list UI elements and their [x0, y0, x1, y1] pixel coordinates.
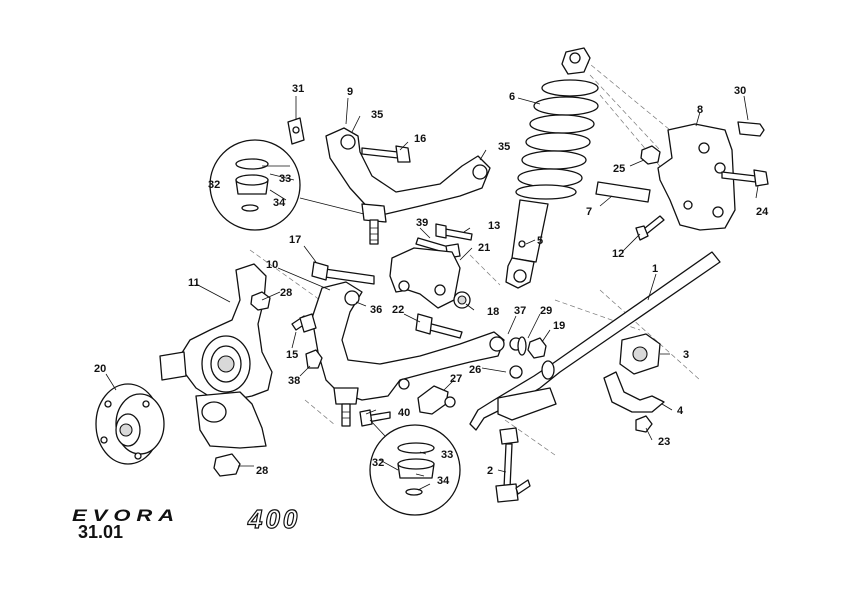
callout-22: 22: [392, 304, 404, 316]
bolt-part-15: [291, 313, 317, 333]
screw-part-12: [635, 215, 665, 241]
callout-32-upper: 32: [208, 179, 220, 191]
nut-part-28-lower: [213, 453, 241, 477]
nut-part-23: [635, 415, 653, 433]
callout-7: 7: [586, 206, 592, 218]
nut-part-26: [509, 365, 523, 379]
damper-part-5: [505, 199, 549, 289]
callout-11: 11: [188, 277, 200, 289]
callout-34-upper: 34: [273, 197, 286, 209]
callout-15: 15: [286, 349, 298, 361]
callout-23: 23: [658, 436, 670, 448]
callout-35-right: 35: [498, 141, 510, 153]
alignment-lines: [249, 59, 701, 456]
callout-33-upper: 33: [279, 173, 291, 185]
damper-top-mount: [561, 47, 591, 75]
clip-part-30: [737, 121, 765, 137]
callout-1: 1: [652, 263, 658, 275]
callout-31: 31: [292, 83, 304, 95]
hub-part-20: [95, 383, 165, 465]
bolt-part-22: [415, 313, 463, 339]
callout-3: 3: [683, 349, 689, 361]
page-number: 31.01: [78, 522, 124, 542]
bolt-part-16: [361, 145, 411, 163]
bolt-part-17: [311, 261, 375, 285]
nut-part-38: [305, 349, 323, 369]
callout-21: 21: [478, 242, 490, 254]
callout-40: 40: [398, 407, 410, 419]
callout-30: 30: [734, 85, 746, 97]
clamp-part-4: [603, 371, 665, 413]
upper-ball-joint-detail: [209, 139, 365, 231]
callout-32-lower: 32: [372, 457, 384, 469]
nut-part-28-upper: [250, 291, 271, 311]
nut-part-25: [640, 145, 661, 165]
callout-18: 18: [487, 306, 499, 318]
small-bracket-part-31: [287, 117, 305, 145]
lower-ball-joint-detail: [369, 419, 461, 516]
leader-lines: [105, 95, 759, 491]
callout-39: 39: [416, 217, 428, 229]
callout-33-lower: 33: [441, 449, 453, 461]
callout-25: 25: [613, 163, 625, 175]
callout-35-left: 35: [371, 109, 383, 121]
coil-spring-part-6: [515, 79, 599, 200]
bolts-part-39-13: [415, 223, 473, 259]
callout-10: 10: [266, 259, 278, 271]
bracket-part-8: [657, 123, 736, 231]
callout-12: 12: [612, 248, 624, 260]
callout-38: 38: [288, 375, 300, 387]
callout-28-lower: 28: [256, 465, 268, 477]
callout-20: 20: [94, 363, 106, 375]
upright-part-11: [159, 263, 273, 449]
callout-37: 37: [514, 305, 526, 317]
callout-6: 6: [509, 91, 515, 103]
callout-17: 17: [289, 234, 301, 246]
callout-13: 13: [488, 220, 500, 232]
callout-8: 8: [697, 104, 703, 116]
logo-variant: 400: [247, 504, 300, 534]
bushes-part-37-29-19: [509, 336, 547, 359]
callout-labels: 1 2 3 4 5 6 7 8 9 10 11 12 13 15 16 17 1…: [94, 83, 769, 487]
bush-part-3: [619, 333, 661, 375]
callout-26: 26: [469, 364, 481, 376]
callout-29: 29: [540, 305, 552, 317]
bolt-part-40: [359, 409, 391, 427]
callout-16: 16: [414, 133, 426, 145]
callout-28-upper: 28: [280, 287, 292, 299]
logo-model: EVORA: [72, 507, 180, 526]
bolt-part-24: [721, 169, 769, 187]
callout-5: 5: [537, 235, 543, 247]
drop-link-part-2: [495, 427, 531, 503]
callout-9: 9: [347, 86, 353, 98]
callout-27: 27: [450, 373, 462, 385]
evora-400-logo: EVORA 400: [72, 503, 300, 534]
callout-36: 36: [370, 304, 382, 316]
pad-part-7: [595, 181, 651, 203]
upper-wishbone-part-9: [325, 127, 491, 245]
lower-wishbone-part-10: [311, 281, 505, 427]
callout-34-lower: 34: [437, 475, 450, 487]
callout-2: 2: [487, 465, 493, 477]
link-part-27: [417, 385, 456, 415]
bracket-part-21: [389, 247, 461, 309]
callout-19: 19: [553, 320, 565, 332]
callout-4: 4: [677, 405, 684, 417]
callout-24: 24: [756, 206, 769, 218]
anti-roll-bar-part-1: [469, 251, 721, 431]
